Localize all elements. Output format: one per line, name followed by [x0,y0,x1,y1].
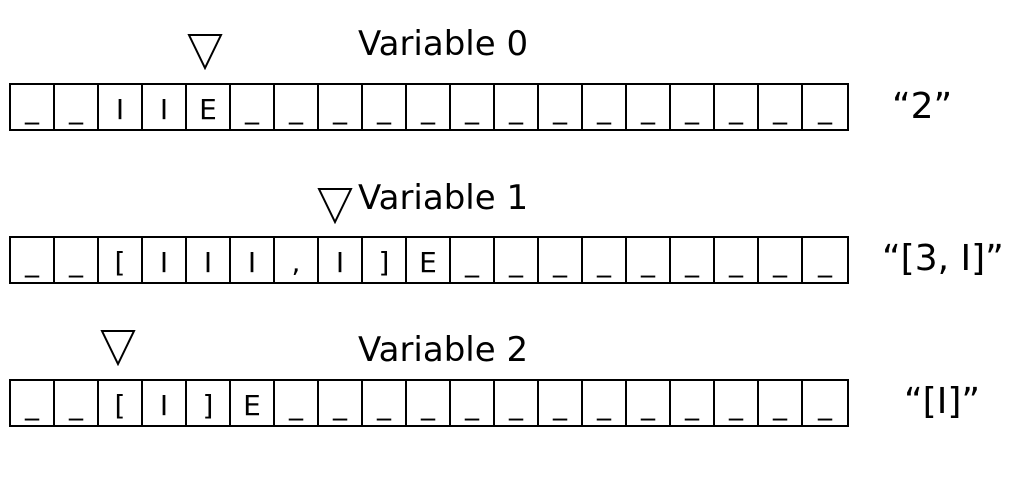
tape-cell: , [275,238,319,282]
down-triangle-outline-icon [187,34,223,70]
tape-cell: _ [55,85,99,129]
down-triangle-outline-icon [317,188,353,224]
tape-cell: _ [11,381,55,425]
tape-cell: _ [319,85,363,129]
tape-cell: _ [363,381,407,425]
tape-cell: _ [539,238,583,282]
tape-cell: _ [407,85,451,129]
tape-cell: _ [275,85,319,129]
tape-cell: _ [759,85,803,129]
tape-cell: _ [671,85,715,129]
tape-cell: _ [715,381,759,425]
tape-cell: _ [363,85,407,129]
tape-cell: _ [671,381,715,425]
variable-1-value: “[3, I]” [882,238,1004,279]
tape-cell: I [143,85,187,129]
tape-cell: E [187,85,231,129]
tape-cell: _ [451,381,495,425]
tape-cell: I [99,85,143,129]
variable-2-value: “[I]” [904,381,981,422]
variable-2-title: Variable 2 [358,330,529,370]
tape-cell: _ [451,85,495,129]
tape-cell: _ [11,238,55,282]
tape-cell: _ [715,85,759,129]
tape-cell: _ [495,85,539,129]
tape-cell: _ [407,381,451,425]
tape-cell: _ [539,381,583,425]
tape-cell: E [407,238,451,282]
tape-cell: _ [627,381,671,425]
tape-cell: _ [583,85,627,129]
variable-1-tape: _ _ [ I I I , I ] E _ _ _ _ _ _ _ _ _ [9,236,849,284]
variable-2-tape: _ _ [ I ] E _ _ _ _ _ _ _ _ _ _ _ _ _ [9,379,849,427]
variable-0-tape: _ _ I I E _ _ _ _ _ _ _ _ _ _ _ _ _ _ [9,83,849,131]
tape-cell: I [143,238,187,282]
tape-cell: I [319,238,363,282]
tape-cell: _ [275,381,319,425]
tape-cell: ] [363,238,407,282]
tape-cell: I [187,238,231,282]
tape-cell: _ [231,85,275,129]
tape-cell: I [231,238,275,282]
tape-cell: E [231,381,275,425]
tape-cell: _ [583,238,627,282]
tape-cell: _ [759,238,803,282]
tape-cell: _ [451,238,495,282]
tape-cell: _ [11,85,55,129]
tape-cell: _ [818,92,832,125]
tape-cell: _ [55,381,99,425]
tape-cell: _ [627,238,671,282]
tape-cell: _ [55,238,99,282]
tape-cell: _ [539,85,583,129]
tape-cell: _ [583,381,627,425]
tape-cell: _ [671,238,715,282]
tape-cell: _ [319,381,363,425]
tape-cell: [ [99,381,143,425]
tape-cell: _ [818,245,832,278]
tape-cell: _ [627,85,671,129]
tape-cell: _ [759,381,803,425]
tape-cell: _ [715,238,759,282]
variable-1-title: Variable 1 [358,178,529,218]
tape-cell: _ [495,381,539,425]
tape-cell: I [143,381,187,425]
tape-cell: _ [495,238,539,282]
tape-cell: [ [99,238,143,282]
variable-0-value: “2” [892,86,953,127]
variable-0-title: Variable 0 [358,24,529,64]
tape-cell: ] [187,381,231,425]
down-triangle-outline-icon [100,330,136,366]
tape-cell: _ [818,388,832,421]
